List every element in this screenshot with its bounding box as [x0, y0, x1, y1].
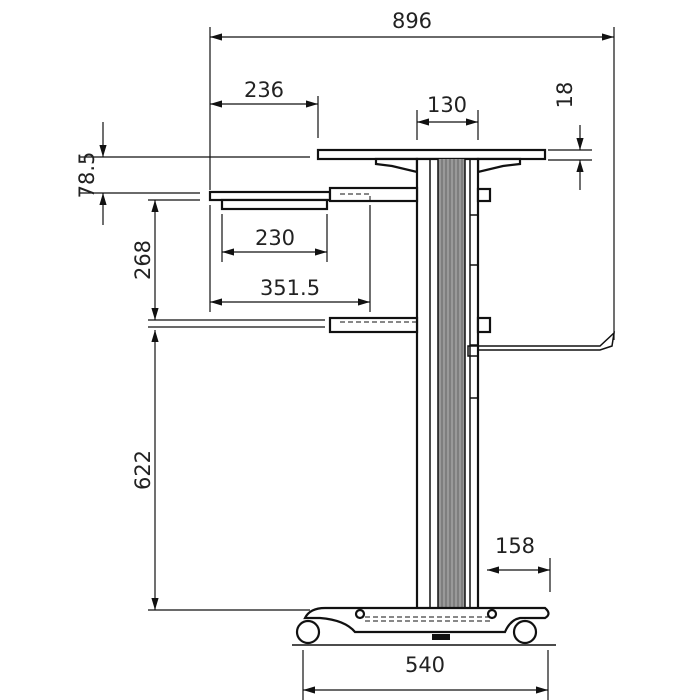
dim-lower-height: 622: [131, 450, 155, 490]
dim-shelf-spacing: 268: [131, 240, 155, 280]
dim-column-to-wheel: 158: [495, 534, 535, 558]
dim-top-to-shelf: 78.5: [75, 152, 99, 199]
left-wheel: [295, 619, 321, 645]
dimension-lines: [99, 33, 614, 694]
right-wheel: [512, 619, 538, 645]
dim-overall-width: 896: [392, 9, 432, 33]
dim-column-width: 130: [427, 93, 467, 117]
upper-shelf: [208, 186, 492, 399]
dim-shelf-depth: 351.5: [260, 276, 320, 300]
dim-tray-width: 230: [255, 226, 295, 250]
lower-shelf: [328, 316, 492, 334]
dim-top-thickness: 18: [553, 82, 577, 109]
column: [415, 157, 480, 613]
base: [303, 606, 550, 640]
dim-shelf-offset: 236: [244, 78, 284, 102]
side-tray: [467, 330, 616, 357]
dim-base-width: 540: [405, 653, 445, 677]
extension-lines: [80, 27, 615, 700]
